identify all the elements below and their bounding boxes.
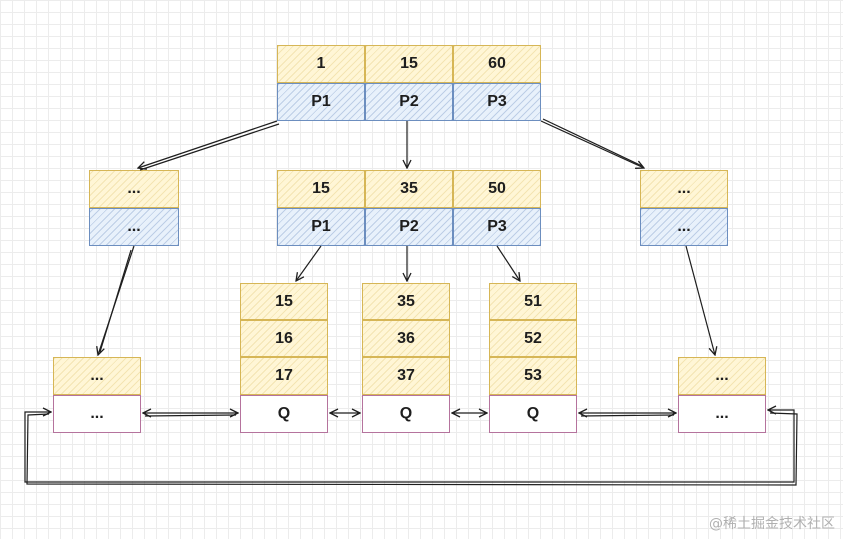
edge-left-to-leaf-1-sketch bbox=[99, 249, 132, 353]
level2-middle-key-3: 50 bbox=[453, 170, 541, 208]
root-key-1: 1 bbox=[277, 45, 365, 83]
level2-middle-key-1: 15 bbox=[277, 170, 365, 208]
edge-right-to-leaf-5 bbox=[685, 245, 715, 355]
root-pointer-1: P1 bbox=[277, 83, 365, 121]
link-leaf-4-leaf-5-sketch bbox=[580, 414, 675, 417]
leaf-3-next-pointer: Q bbox=[362, 395, 450, 433]
root-pointer-2: P2 bbox=[365, 83, 453, 121]
leaf-2-key-2: 16 bbox=[240, 320, 328, 357]
leaf-4-key-3: 53 bbox=[489, 357, 577, 395]
level2-middle-key-2: 35 bbox=[365, 170, 453, 208]
leaf-4-key-2: 52 bbox=[489, 320, 577, 357]
leaf-2-key-1: 15 bbox=[240, 283, 328, 320]
level2-middle-pointer-2: P2 bbox=[365, 208, 453, 246]
level2-middle-pointer-1: P1 bbox=[277, 208, 365, 246]
level2-middle-pointer-3: P3 bbox=[453, 208, 541, 246]
root-pointer-3: P3 bbox=[453, 83, 541, 121]
level2-right-pointer: ... bbox=[640, 208, 728, 246]
edge-left-to-leaf-1 bbox=[98, 245, 135, 355]
leaf-2-next-pointer: Q bbox=[240, 395, 328, 433]
leaf-4-next-pointer: Q bbox=[489, 395, 577, 433]
root-key-3: 60 bbox=[453, 45, 541, 83]
level2-left-key: ... bbox=[89, 170, 179, 208]
leaf-3-key-2: 36 bbox=[362, 320, 450, 357]
leaf-1-key-1: ... bbox=[53, 357, 141, 395]
leaf-5-next-pointer: ... bbox=[678, 395, 766, 433]
link-leaf-1-leaf-2-sketch bbox=[144, 414, 237, 417]
watermark: @稀土掘金技术社区 bbox=[709, 516, 835, 532]
edge-root-p3-to-right bbox=[540, 120, 644, 168]
level2-right-key: ... bbox=[640, 170, 728, 208]
level2-left-pointer: ... bbox=[89, 208, 179, 246]
leaf-3-key-3: 37 bbox=[362, 357, 450, 395]
leaf-2-key-3: 17 bbox=[240, 357, 328, 395]
leaf-5-key-1: ... bbox=[678, 357, 766, 395]
leaf-3-key-1: 35 bbox=[362, 283, 450, 320]
edge-root-p1-to-left bbox=[138, 120, 278, 168]
leaf-4-key-1: 51 bbox=[489, 283, 577, 320]
edge-root-p1-to-left-sketch bbox=[139, 123, 280, 171]
root-key-2: 15 bbox=[365, 45, 453, 83]
leaf-1-next-pointer: ... bbox=[53, 395, 141, 433]
edge-middle-p3-to-leaf-4 bbox=[496, 245, 520, 281]
edge-middle-p1-to-leaf-2 bbox=[296, 245, 322, 281]
edge-root-p3-to-right-sketch bbox=[542, 118, 643, 167]
